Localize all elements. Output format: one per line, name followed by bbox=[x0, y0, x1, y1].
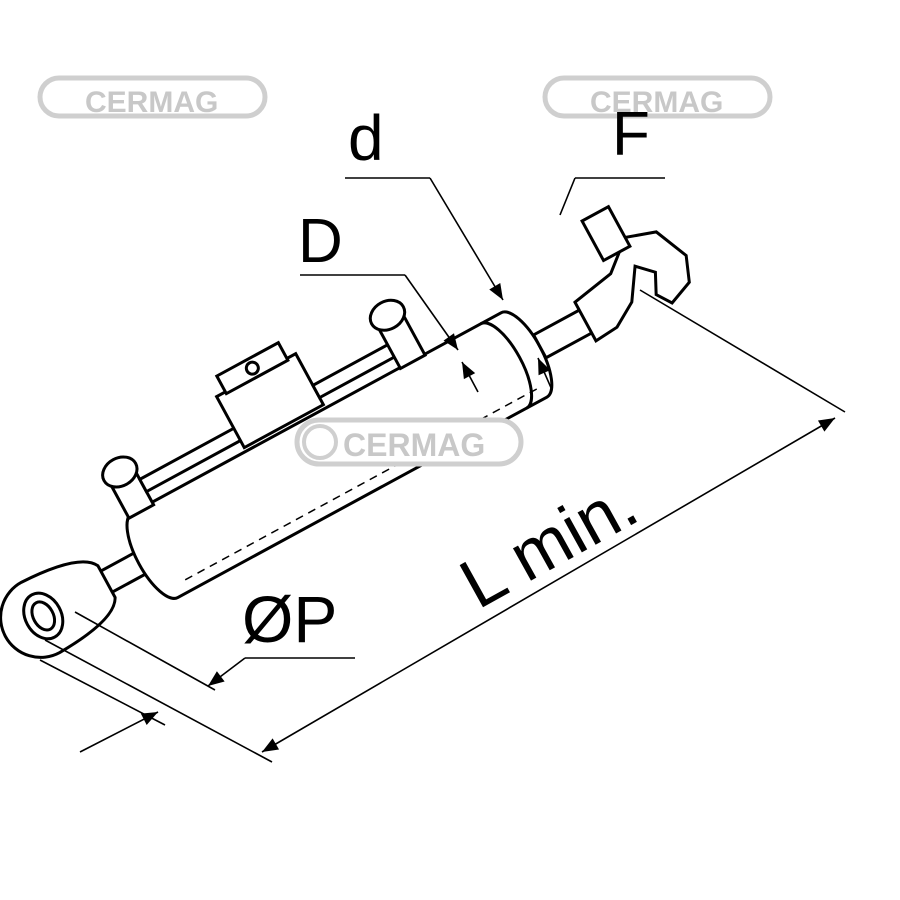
valve-block bbox=[101, 298, 428, 521]
svg-text:CERMAG: CERMAG bbox=[343, 427, 485, 463]
hook-end bbox=[573, 230, 691, 344]
watermark-top-right: CERMAG bbox=[542, 75, 773, 119]
svg-text:CERMAG: CERMAG bbox=[85, 86, 218, 119]
label-min-length: L min. bbox=[447, 464, 649, 623]
dimension-lines bbox=[39, 177, 846, 763]
hook-latch bbox=[580, 204, 632, 263]
eye-end bbox=[0, 560, 117, 659]
watermark-top-left: CERMAG bbox=[37, 75, 268, 119]
cylinder-assembly bbox=[0, 204, 691, 659]
svg-text:CERMAG: CERMAG bbox=[590, 86, 723, 119]
label-D: D bbox=[298, 207, 343, 276]
label-pin-diameter: ØP bbox=[242, 582, 337, 656]
label-d: d bbox=[348, 102, 384, 174]
watermark-center: CERMAG bbox=[294, 417, 524, 467]
label-F: F bbox=[612, 100, 650, 169]
